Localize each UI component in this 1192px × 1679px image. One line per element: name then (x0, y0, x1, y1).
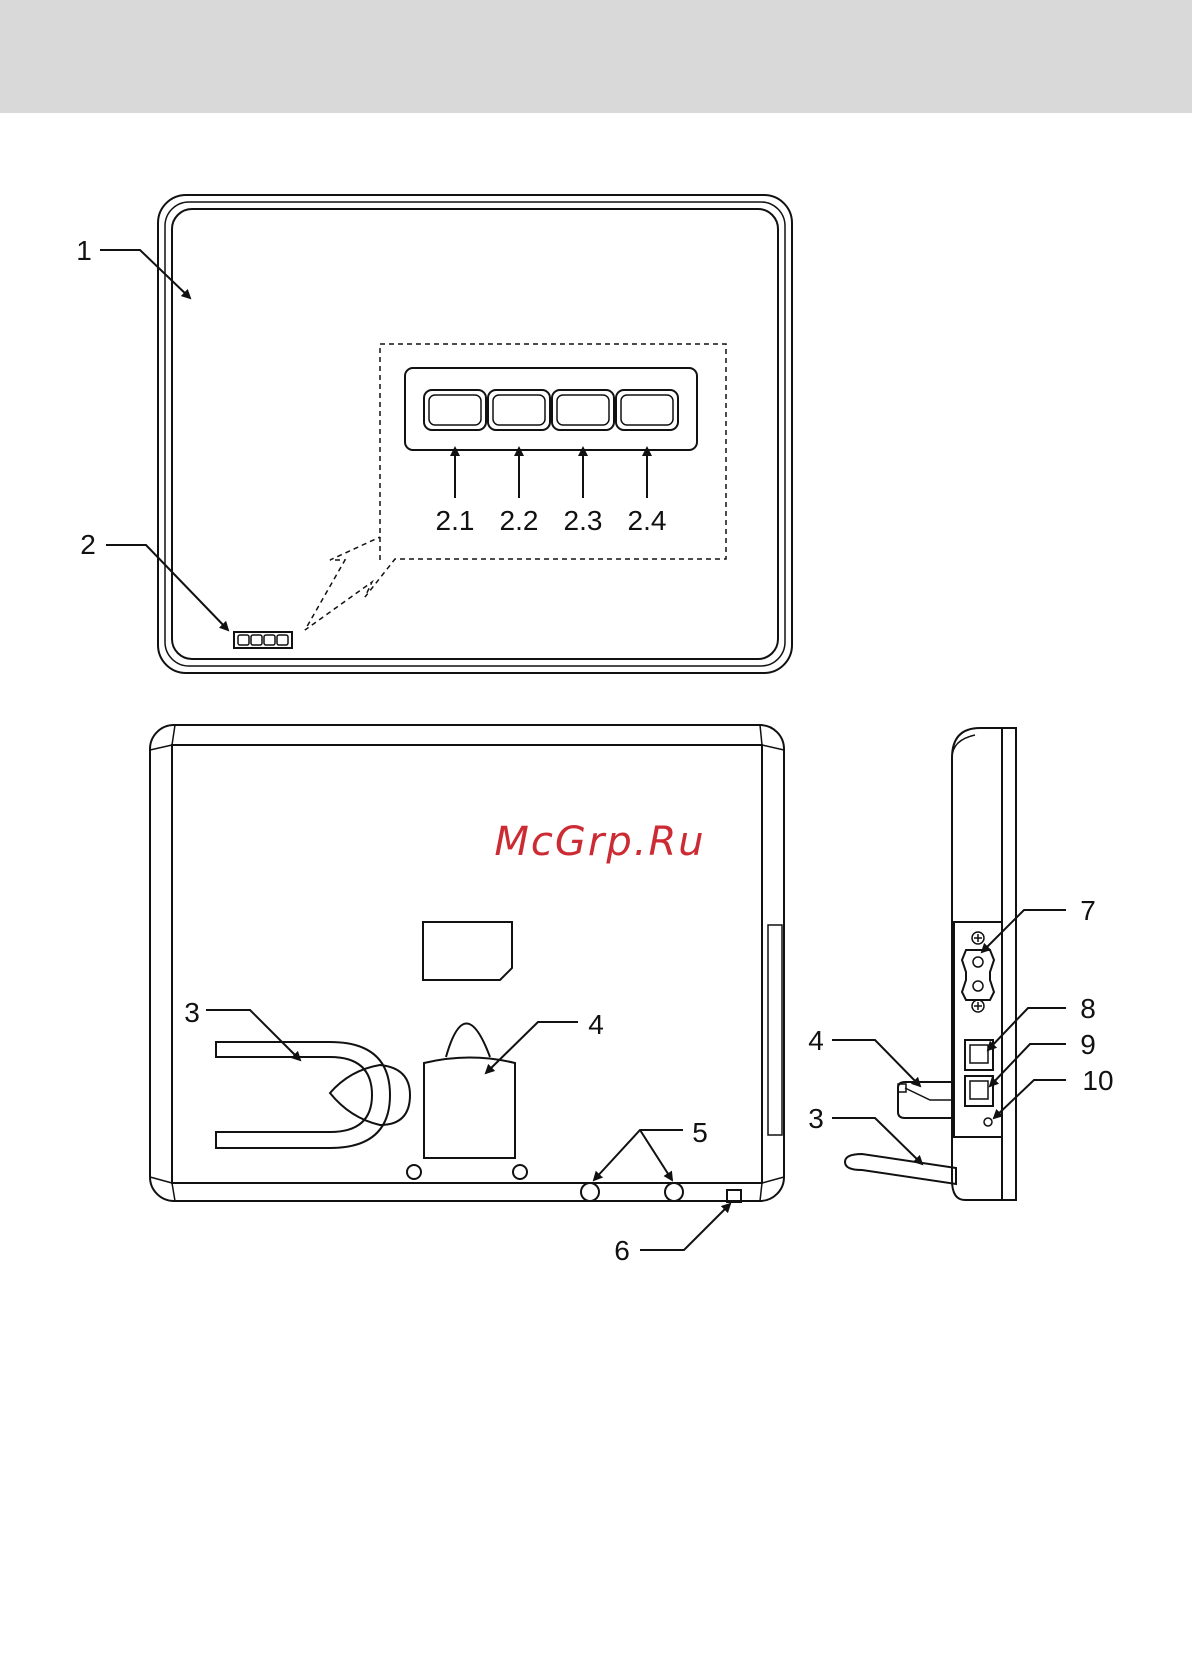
port-b (965, 1076, 993, 1106)
rear-view: 3 4 5 6 (150, 725, 784, 1266)
label-9: 9 (1080, 1029, 1096, 1060)
side-body (952, 728, 1016, 1200)
side-port-panel (954, 922, 1002, 1137)
enlarged-button-4 (616, 390, 678, 430)
label-8: 8 (1080, 993, 1096, 1024)
zoom-callout (305, 344, 726, 630)
leader-2 (106, 545, 228, 630)
rear-outer-frame (150, 725, 784, 1201)
port-a (965, 1040, 993, 1070)
watermark: McGrp.Ru (494, 819, 705, 865)
front-inner-screen (172, 209, 778, 659)
leader-4-rear (486, 1022, 578, 1073)
rubber-foot-left (581, 1183, 599, 1201)
enlarged-button-1 (424, 390, 486, 430)
label-7: 7 (1080, 895, 1096, 926)
rubber-foot-right (665, 1183, 683, 1201)
label-10: 10 (1082, 1065, 1113, 1096)
leader-10 (994, 1080, 1066, 1118)
leader-6 (640, 1204, 730, 1250)
label-3-rear: 3 (184, 997, 200, 1028)
front-mid-frame (165, 202, 785, 666)
leader-7 (982, 910, 1066, 952)
label-2-2: 2.2 (500, 505, 539, 536)
stand-loop (216, 1042, 390, 1148)
side-view: 7 8 9 10 4 3 (808, 728, 1113, 1200)
label-3-side: 3 (808, 1103, 824, 1134)
leader-5a (594, 1130, 683, 1180)
side-stand (845, 1154, 956, 1184)
label-2: 2 (80, 529, 96, 560)
reset-hole (984, 1118, 992, 1126)
leader-4-side (832, 1040, 920, 1086)
rear-inner-panel (172, 745, 762, 1183)
label-5: 5 (692, 1117, 708, 1148)
label-1: 1 (76, 235, 92, 266)
label-4-rear: 4 (588, 1009, 604, 1040)
label-2-4: 2.4 (628, 505, 667, 536)
leader-5b (640, 1130, 672, 1180)
hanger-foot-right (513, 1165, 527, 1179)
enlarged-button-3 (552, 390, 614, 430)
front-view: 2.1 2.2 2.3 2.4 1 2 (76, 195, 792, 673)
label-4-side: 4 (808, 1025, 824, 1056)
hanger-plate (424, 1058, 515, 1159)
label-6: 6 (614, 1235, 630, 1266)
hanger-hook (446, 1024, 490, 1058)
label-2-1: 2.1 (436, 505, 475, 536)
label-2-3: 2.3 (564, 505, 603, 536)
enlarged-button-2 (488, 390, 550, 430)
side-slot (768, 925, 782, 1135)
rear-label-patch (423, 922, 512, 980)
leader-1 (100, 250, 190, 298)
bezel-button-cluster (234, 632, 292, 648)
stand-hinge (330, 1065, 410, 1125)
leader-3-rear (206, 1010, 300, 1060)
hanger-foot-left (407, 1165, 421, 1179)
